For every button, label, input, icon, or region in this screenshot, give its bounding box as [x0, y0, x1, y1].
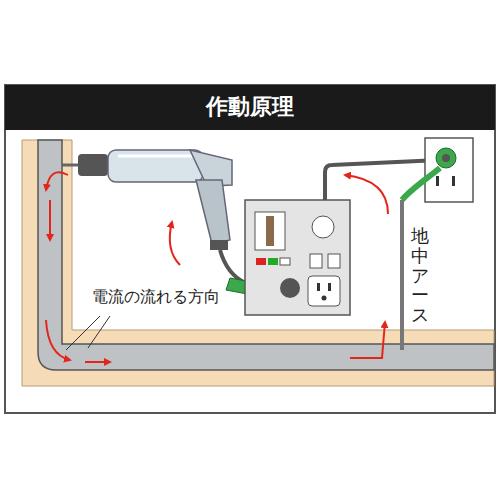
ground-wire	[402, 168, 440, 200]
leader-line	[66, 316, 110, 350]
title-band	[5, 85, 495, 130]
title: 作動原理	[5, 92, 495, 122]
drill	[62, 150, 232, 250]
current-arrows	[46, 172, 388, 362]
wall	[22, 140, 494, 386]
ground-rod	[400, 200, 404, 350]
wall-outlet	[425, 138, 473, 202]
control-box	[245, 200, 350, 315]
frame	[5, 85, 495, 413]
ground-label: 地中アース	[411, 226, 429, 325]
current-label: 電流の流れる方向	[92, 287, 220, 308]
